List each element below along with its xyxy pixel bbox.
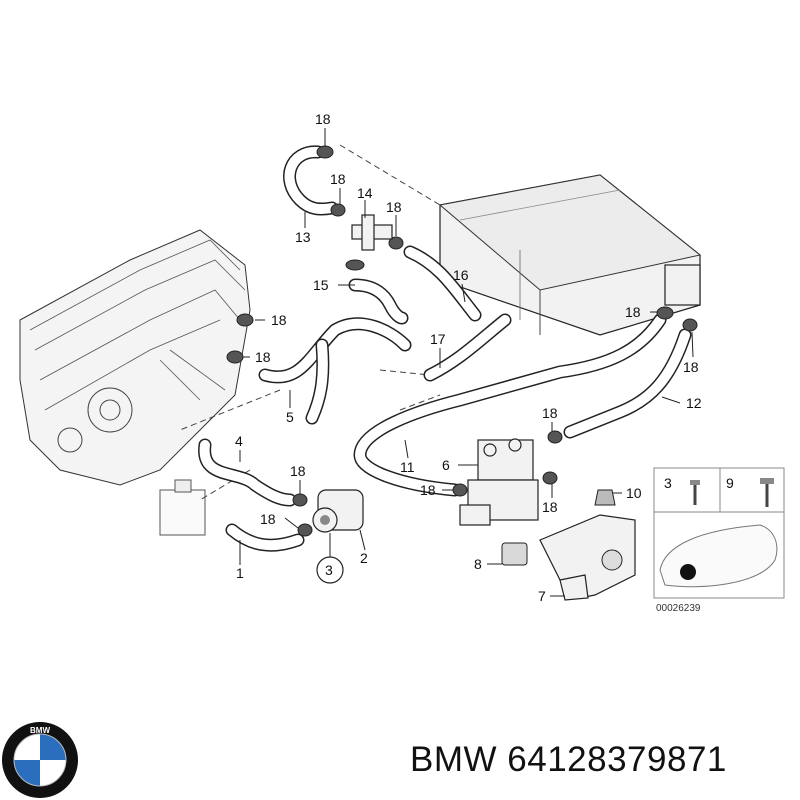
callout-14: 14 [357, 185, 373, 201]
rubber-mount [501, 542, 528, 566]
callout-3: 3 [325, 562, 333, 578]
expansion-tank [159, 479, 206, 536]
callout-10: 10 [626, 485, 642, 501]
callout-11: 11 [400, 459, 415, 475]
callout-13: 13 [295, 229, 311, 245]
callout-4: 4 [235, 433, 243, 449]
inset-callout-3: 3 [664, 475, 672, 491]
dashed-connectors [179, 144, 441, 501]
callout-18: 18 [271, 312, 287, 328]
callout-18: 18 [290, 463, 306, 479]
callout-18: 18 [625, 304, 641, 320]
callout-18: 18 [260, 511, 276, 527]
engine-block [19, 229, 251, 486]
callout-18: 18 [315, 111, 331, 127]
inset-panel [653, 467, 785, 599]
screw-icon [690, 480, 700, 505]
hose-clamps [226, 145, 698, 537]
callout-7: 7 [538, 588, 546, 604]
auxiliary-water-pump [312, 489, 364, 533]
heater-valve [459, 438, 539, 526]
callout-18: 18 [542, 499, 558, 515]
callout-18: 18 [255, 349, 271, 365]
callout-8: 8 [474, 556, 482, 572]
logo-lettering: BMW [30, 726, 50, 735]
callout-12: 12 [686, 395, 702, 411]
callout-1: 1 [236, 565, 244, 581]
callout-18: 18 [330, 171, 346, 187]
t-piece [351, 214, 393, 251]
callout-15: 15 [313, 277, 329, 293]
heater-core [438, 174, 702, 336]
callout-18: 18 [542, 405, 558, 421]
callout-18: 18 [683, 359, 699, 375]
grommet [594, 489, 616, 506]
bmw-logo: BMW [2, 722, 78, 798]
inset-callout-9: 9 [726, 475, 734, 491]
callout-6: 6 [442, 457, 450, 473]
callout-18: 18 [386, 199, 402, 215]
car-outline-icon [659, 524, 778, 588]
callout-labels: 18 18 14 18 13 15 16 18 18 5 17 18 18 12… [235, 111, 734, 614]
part-number-title: BMW 64128379871 [410, 740, 727, 779]
figure-number: 00026239 [656, 603, 701, 614]
callout-5: 5 [286, 409, 294, 425]
callout-3-circled: 3 [316, 556, 344, 584]
leader-lines [239, 128, 694, 597]
callout-18: 18 [420, 482, 436, 498]
callout-2: 2 [360, 550, 368, 566]
callout-17: 17 [430, 331, 446, 347]
mounting-bracket [539, 514, 636, 601]
bolt-icon [760, 478, 774, 507]
hoses [198, 145, 692, 552]
callout-16: 16 [453, 267, 469, 283]
